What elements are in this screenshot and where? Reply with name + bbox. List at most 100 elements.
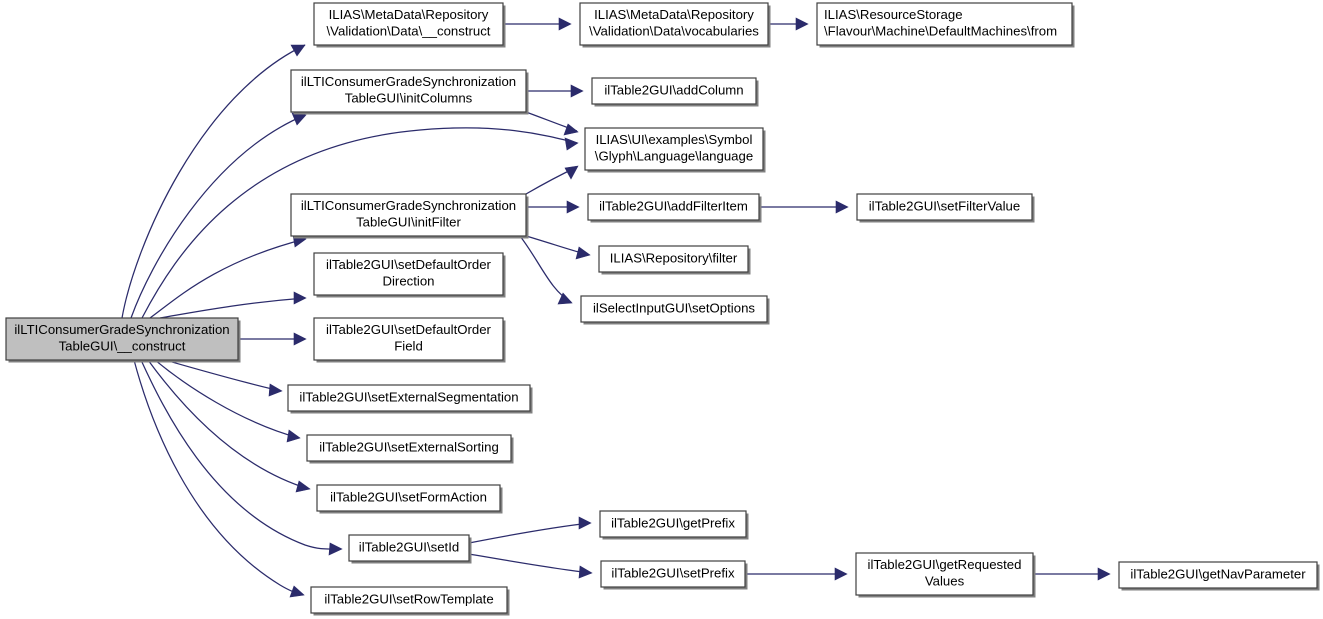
edge-line bbox=[149, 238, 306, 319]
node-rect[interactable] bbox=[584, 127, 764, 171]
node-rect[interactable] bbox=[591, 77, 757, 105]
node-label-line: ilTable2GUI\setDefaultOrder bbox=[326, 322, 492, 337]
node-label-line: ilTable2GUI\setRowTemplate bbox=[324, 591, 493, 606]
call-edge-root-to-setdefaultorderfield bbox=[238, 332, 307, 346]
edge-line bbox=[147, 359, 310, 490]
call-edge-initfilter-to-glyphlanguage bbox=[525, 165, 579, 195]
edge-line bbox=[121, 44, 306, 319]
node-setexternalsorting[interactable]: ilTable2GUI\setExternalSorting bbox=[306, 434, 514, 464]
node-label-line: ilTable2GUI\setDefaultOrder bbox=[326, 257, 492, 272]
arrowhead-icon bbox=[570, 84, 584, 98]
node-glyphlanguage[interactable]: ILIAS\UI\examples\Symbol \Glyph\Language\… bbox=[584, 127, 766, 173]
call-edge-root-to-mdvdata_construct bbox=[121, 44, 306, 319]
node-rect[interactable] bbox=[856, 193, 1033, 221]
node-label-line: ilTable2GUI\setPrefix bbox=[611, 565, 735, 580]
call-edge-root-to-setexternalsorting bbox=[154, 359, 301, 443]
node-initcolumns[interactable]: ilLTIConsumerGradeSynchronizationTableGU… bbox=[290, 69, 529, 115]
node-label-line: ilSelectInputGUI\setOptions bbox=[593, 300, 755, 315]
node-setrowtemplate[interactable]: ilTable2GUI\setRowTemplate bbox=[310, 586, 510, 616]
edge-line bbox=[468, 553, 592, 574]
call-edge-mdvdata_construct-to-vocabularies bbox=[503, 17, 572, 31]
call-edge-root-to-setid bbox=[140, 359, 343, 556]
node-rect[interactable] bbox=[313, 2, 504, 46]
node-repositoryfilter[interactable]: ILIAS\Repository\filter bbox=[598, 245, 751, 275]
arrowhead-icon bbox=[291, 112, 307, 126]
node-rect[interactable] bbox=[313, 252, 504, 296]
node-vocabularies[interactable]: ILIAS\MetaData\Repository \Validation\Dat… bbox=[579, 2, 771, 48]
node-rect[interactable] bbox=[348, 534, 470, 562]
node-label-line: \Validation\Data\vocabularies bbox=[589, 24, 759, 39]
arrowhead-icon bbox=[295, 480, 311, 493]
arrowhead-icon bbox=[563, 123, 579, 136]
node-rect[interactable] bbox=[1118, 561, 1318, 589]
node-label-line: ILIAS\MetaData\Repository bbox=[594, 7, 754, 22]
node-rect[interactable] bbox=[579, 2, 769, 46]
node-label-line: ILIAS\MetaData\Repository bbox=[329, 7, 489, 22]
node-setoptions[interactable]: ilSelectInputGUI\setOptions bbox=[580, 295, 770, 325]
node-setprefix[interactable]: ilTable2GUI\setPrefix bbox=[600, 560, 748, 590]
node-initfilter[interactable]: ilLTIConsumerGradeSynchronizationTableGU… bbox=[290, 193, 529, 239]
node-getnavparameter[interactable]: ilTable2GUI\getNavParameter bbox=[1118, 561, 1320, 591]
node-label-line: ilTable2GUI\setExternalSorting bbox=[319, 439, 499, 454]
node-rect[interactable] bbox=[290, 69, 527, 113]
node-setformaction[interactable]: ilTable2GUI\setFormAction bbox=[316, 484, 503, 514]
node-label-line: TableGUI\__construct bbox=[59, 339, 186, 354]
node-root[interactable]: ilLTIConsumerGradeSynchronizationTableGU… bbox=[5, 317, 241, 363]
node-rect[interactable] bbox=[313, 317, 504, 361]
node-label-line: ilTable2GUI\getPrefix bbox=[611, 515, 735, 530]
node-label-line: ilTable2GUI\addColumn bbox=[604, 82, 743, 97]
edge-line bbox=[130, 114, 306, 319]
node-rect[interactable] bbox=[599, 510, 747, 538]
node-label-line: ilTable2GUI\addFilterItem bbox=[599, 198, 748, 213]
node-label-line: ilLTIConsumerGradeSynchronization bbox=[14, 322, 229, 337]
call-edge-setid-to-getprefix bbox=[468, 516, 592, 544]
node-setfiltervalue[interactable]: ilTable2GUI\setFilterValue bbox=[856, 193, 1035, 223]
node-setexternalsegmentation[interactable]: ilTable2GUI\setExternalSegmentation bbox=[287, 384, 533, 414]
arrowhead-icon bbox=[835, 200, 849, 214]
arrowhead-icon bbox=[564, 165, 579, 180]
call-edge-setprefix-to-getrequestedvalues bbox=[745, 567, 848, 581]
node-label-line: ILIAS\UI\examples\Symbol bbox=[596, 132, 753, 147]
node-rect[interactable] bbox=[306, 434, 512, 462]
node-setid[interactable]: ilTable2GUI\setId bbox=[348, 534, 472, 564]
node-addfilteritem[interactable]: ilTable2GUI\addFilterItem bbox=[587, 193, 762, 223]
node-rect[interactable] bbox=[600, 560, 746, 588]
call-edge-initfilter-to-setoptions bbox=[519, 235, 573, 305]
node-rect[interactable] bbox=[598, 245, 749, 273]
edge-line bbox=[159, 297, 306, 319]
edge-line bbox=[140, 359, 342, 550]
node-getprefix[interactable]: ilTable2GUI\getPrefix bbox=[599, 510, 749, 540]
arrowhead-icon bbox=[328, 542, 343, 556]
node-rect[interactable] bbox=[580, 295, 768, 323]
node-addcolumn[interactable]: ilTable2GUI\addColumn bbox=[591, 77, 759, 107]
node-label-line: TableGUI\initColumns bbox=[345, 91, 473, 106]
node-label-line: Field bbox=[394, 339, 423, 354]
node-mdvdata_construct[interactable]: ILIAS\MetaData\Repository\Validation\Dat… bbox=[313, 2, 506, 48]
node-label-line: ilLTIConsumerGradeSynchronization bbox=[301, 198, 516, 213]
arrowhead-icon bbox=[566, 200, 580, 214]
arrowhead-icon bbox=[564, 137, 579, 151]
node-rect[interactable] bbox=[310, 586, 508, 614]
node-rect[interactable] bbox=[855, 552, 1034, 596]
node-label-line: \Glyph\Language\language bbox=[595, 149, 753, 164]
call-edge-getrequestedvalues-to-getnavparameter bbox=[1033, 567, 1111, 581]
node-rect[interactable] bbox=[5, 317, 239, 361]
node-rect[interactable] bbox=[287, 384, 531, 412]
edge-line bbox=[164, 359, 282, 392]
edge-line bbox=[154, 359, 300, 439]
node-rect[interactable] bbox=[316, 484, 501, 512]
arrowhead-icon bbox=[290, 44, 306, 57]
node-defaultmachinesfrom[interactable]: ILIAS\ResourceStorage\Flavour\Machine\De… bbox=[816, 2, 1075, 48]
edge-line bbox=[141, 127, 578, 319]
arrowhead-icon bbox=[558, 17, 572, 31]
node-rect[interactable] bbox=[816, 2, 1073, 46]
arrowhead-icon bbox=[795, 17, 809, 31]
node-label-line: ilTable2GUI\getRequested bbox=[868, 557, 1022, 572]
call-edge-root-to-glyphlanguage bbox=[141, 127, 579, 319]
node-rect[interactable] bbox=[290, 193, 527, 237]
node-rect[interactable] bbox=[587, 193, 760, 221]
